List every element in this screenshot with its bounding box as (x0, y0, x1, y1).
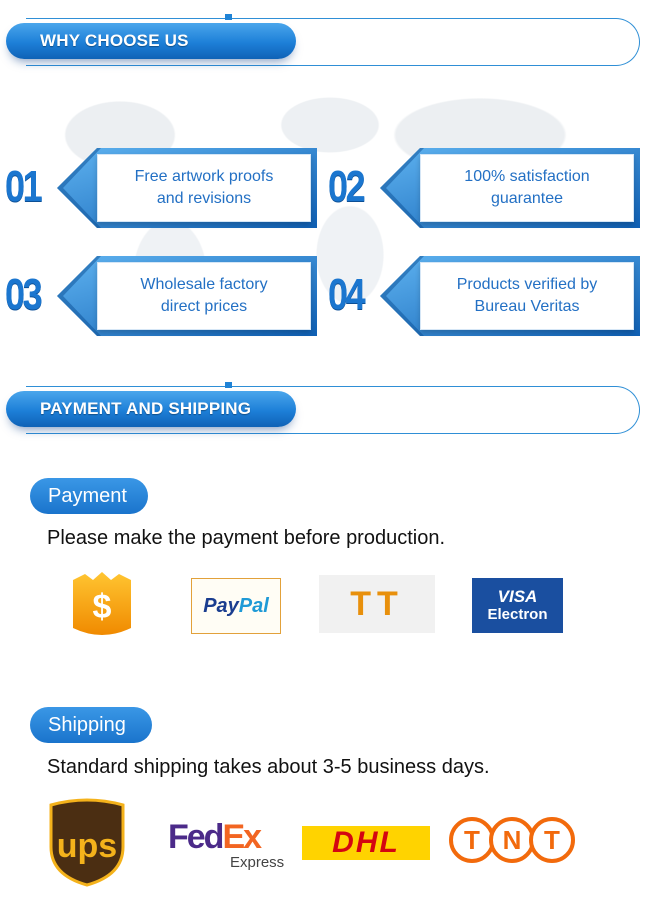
feature-text-box: Wholesale factory direct prices (97, 262, 311, 330)
section-title: PAYMENT AND SHIPPING (6, 391, 296, 427)
feature-number: 04 (328, 270, 366, 319)
section-header-why-choose-us: WHY CHOOSE US (6, 14, 640, 66)
feature-card-01: 01 Free artwork proofs and revisions (5, 148, 317, 228)
feature-number: 01 (5, 162, 43, 211)
paypal-pay: Pay (203, 594, 239, 617)
dollar-shield-icon: $ (67, 570, 137, 638)
feature-text-line1: Free artwork proofs (134, 168, 274, 185)
feature-text-box: Products verified by Bureau Veritas (420, 262, 634, 330)
dollar-shield-shape: $ (73, 572, 131, 635)
feature-text-line1: Wholesale factory (140, 276, 268, 293)
tnt-letter-circle: T (449, 817, 495, 863)
visa-electron-logo: VISA Electron (472, 578, 563, 633)
feature-text-line1: 100% satisfaction (464, 168, 590, 185)
paypal-pal: Pal (238, 594, 269, 617)
fedex-fed: Fed (168, 818, 224, 856)
feature-card-02: 02 100% satisfaction guarantee (328, 148, 640, 228)
feature-number: 03 (5, 270, 43, 319)
dollar-symbol: $ (93, 588, 112, 626)
fedex-express-text: Express (230, 854, 285, 871)
feature-card-04: 04 Products verified by Bureau Veritas (328, 256, 640, 336)
feature-text-line2: Bureau Veritas (474, 298, 580, 315)
tt-logo: TT (319, 575, 435, 633)
header-frame-line (26, 386, 640, 434)
feature-text-box: Free artwork proofs and revisions (97, 154, 311, 222)
payment-label: Payment (30, 478, 148, 514)
payment-description: Please make the payment before productio… (47, 527, 446, 549)
feature-text-box: 100% satisfaction guarantee (420, 154, 634, 222)
feature-text-line2: direct prices (160, 298, 248, 315)
header-dot-marker (225, 382, 232, 388)
electron-text: Electron (487, 605, 548, 623)
ups-shield-shape: ups (49, 798, 125, 887)
dhl-logo: DHL (302, 826, 430, 860)
section-header-payment-and-shipping: PAYMENT AND SHIPPING (6, 382, 640, 434)
shipping-description: Standard shipping takes about 3-5 busine… (47, 756, 490, 778)
header-dot-marker (225, 14, 232, 20)
ups-logo: ups (47, 797, 127, 887)
fedex-express-logo: FedEx Express (168, 815, 284, 875)
tnt-logo: T N T (447, 814, 577, 866)
fedex-ex: Ex (222, 818, 262, 856)
section-title: WHY CHOOSE US (6, 23, 296, 59)
feature-text-line2: guarantee (490, 190, 564, 207)
feature-card-03: 03 Wholesale factory direct prices (5, 256, 317, 336)
shipping-label: Shipping (30, 707, 152, 743)
tnt-letter-circle: T (529, 817, 575, 863)
feature-number: 02 (328, 162, 366, 211)
ups-text: ups (57, 827, 117, 865)
visa-text: VISA (497, 586, 538, 606)
header-frame-line (26, 18, 640, 66)
feature-text-line2: and revisions (156, 190, 252, 207)
feature-text-line1: Products verified by (456, 276, 598, 293)
